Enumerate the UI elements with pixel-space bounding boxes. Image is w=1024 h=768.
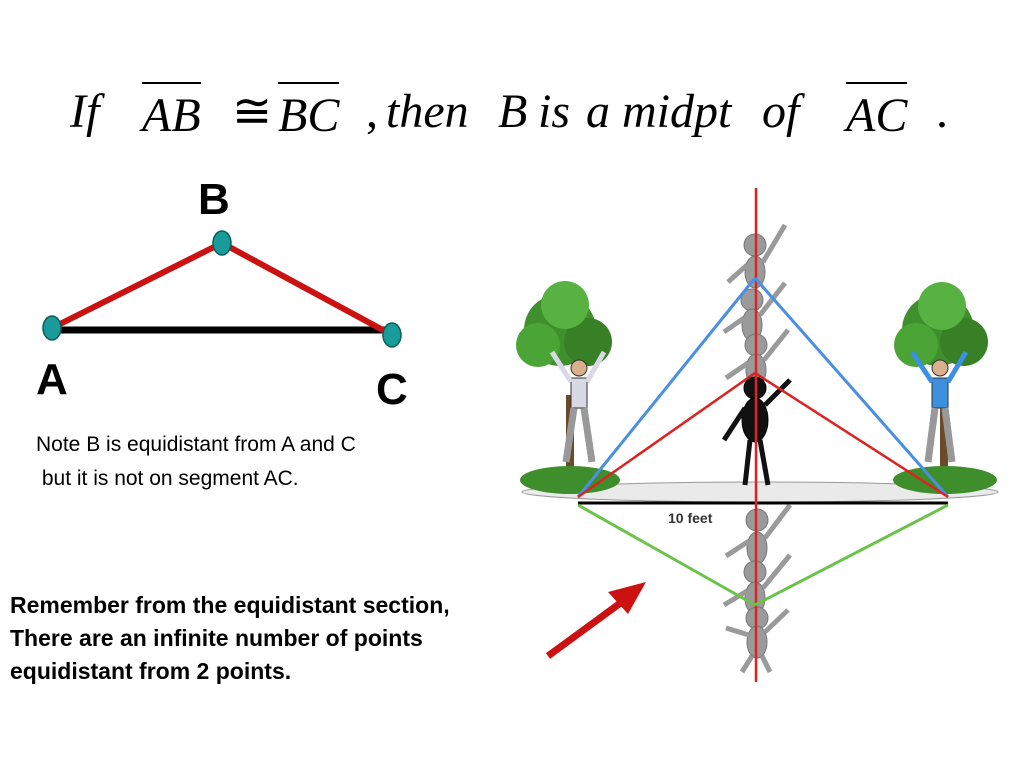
right-tree-icon xyxy=(893,282,997,494)
left-person-icon xyxy=(549,350,607,463)
segment-bc xyxy=(220,240,394,338)
remember-text: Remember from the equidistant section, T… xyxy=(10,592,450,684)
distance-label: 10 feet xyxy=(668,510,713,526)
green-line-left xyxy=(577,503,756,607)
title-comma: , xyxy=(366,85,378,138)
point-b-label: B xyxy=(198,175,230,224)
walker-figure-2 xyxy=(722,281,787,342)
equidistant-illustration xyxy=(516,188,999,682)
segment-ab-overline: AB xyxy=(142,82,201,146)
point-c-label: C xyxy=(376,365,408,414)
red-arrow-icon xyxy=(545,582,646,659)
segment-ab xyxy=(50,240,224,331)
point-a-dot xyxy=(42,315,62,341)
walker-figure-4 xyxy=(724,503,792,565)
red-line-left xyxy=(577,371,756,499)
green-line-right xyxy=(754,503,949,607)
segment-bc-overline: BC xyxy=(278,82,340,146)
triangle-diagram xyxy=(42,230,402,348)
point-c-dot xyxy=(382,322,402,348)
title-if: If xyxy=(70,85,100,138)
equidistant-note: Note B is equidistant from A and C but i… xyxy=(36,433,356,490)
title-is: is xyxy=(538,85,571,138)
congruent-symbol: ≅ xyxy=(232,85,273,138)
title-b: B xyxy=(498,85,528,138)
blue-line-right xyxy=(753,277,950,498)
point-b-dot xyxy=(212,230,232,256)
title-a: a xyxy=(586,85,610,138)
segment-ac-overline: AC xyxy=(846,82,908,146)
title-midpt: midpt xyxy=(622,85,732,138)
right-person-icon xyxy=(909,350,969,463)
point-a-label: A xyxy=(36,355,68,404)
blue-line-left xyxy=(576,277,757,498)
title-then: then xyxy=(386,85,469,138)
title-period: . xyxy=(936,85,948,138)
red-line-right xyxy=(754,371,949,499)
title-of: of xyxy=(762,85,800,138)
